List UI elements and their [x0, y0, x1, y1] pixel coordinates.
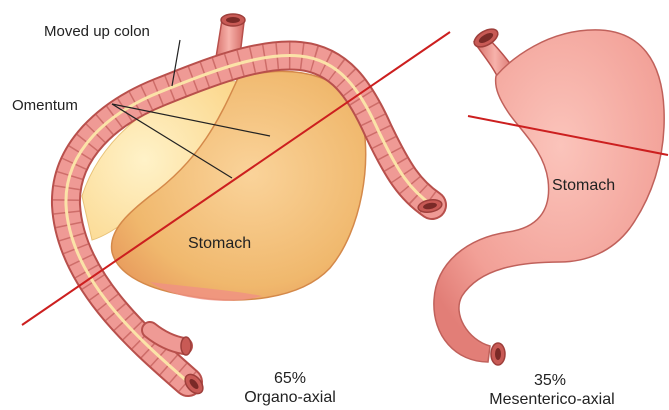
- left-percentage: 65%: [274, 370, 306, 387]
- left-stomach-label: Stomach: [188, 235, 251, 252]
- organo-axial-label: Organo-axial: [244, 389, 336, 406]
- omentum-label: Omentum: [12, 97, 78, 114]
- stomach-right: [434, 30, 664, 362]
- left-figure: Moved up colon Omentum Stomach 65% Organ…: [12, 14, 450, 406]
- moved-up-colon-label: Moved up colon: [44, 23, 150, 40]
- right-percentage: 35%: [534, 372, 566, 389]
- right-figure: Stomach 35% Mesenterico-axial: [434, 25, 668, 408]
- right-stomach-label: Stomach: [552, 177, 615, 194]
- mesenterico-axial-label: Mesenterico-axial: [489, 391, 614, 408]
